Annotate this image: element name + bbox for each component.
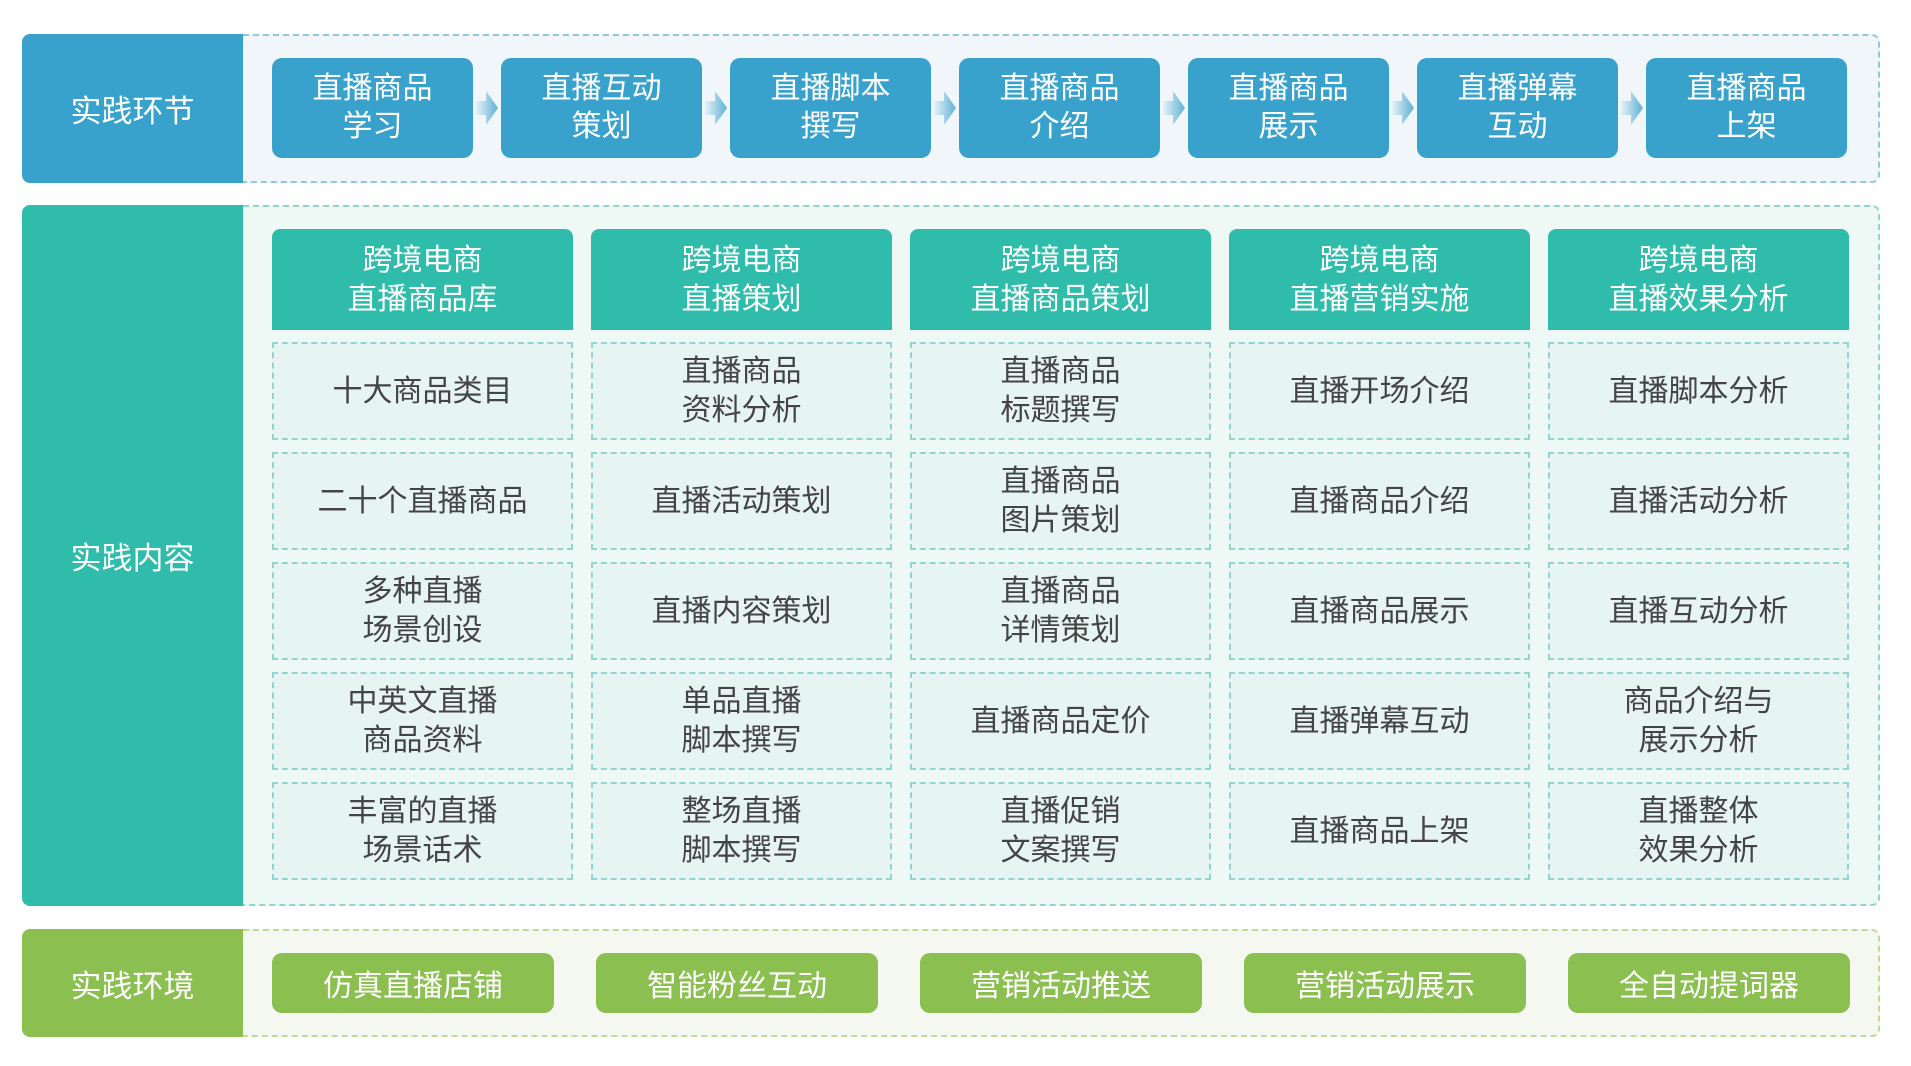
arrow-right-icon [702,58,730,158]
practice-content-label: 实践内容 [22,205,243,906]
content-cell: 二十个直播商品 [272,452,573,550]
content-cell: 直播整体 效果分析 [1548,782,1849,880]
arrow-right-icon [1160,58,1188,158]
content-cell: 直播商品 详情策划 [910,562,1211,660]
stage-step: 直播商品 展示 [1188,58,1389,158]
stage-steps: 直播商品 学习直播互动 策划直播脚本 撰写直播商品 介绍直播商品 展示直播弹幕 … [272,58,1847,158]
content-cell: 直播商品展示 [1229,562,1530,660]
column-header: 跨境电商 直播策划 [591,229,892,330]
content-column: 跨境电商 直播策划直播商品 资料分析直播活动策划直播内容策划单品直播 脚本撰写整… [591,229,892,880]
stage-step: 直播商品 上架 [1646,58,1847,158]
content-cell: 直播内容策划 [591,562,892,660]
practice-stage-label: 实践环节 [22,34,243,183]
content-cell: 直播商品 标题撰写 [910,342,1211,440]
environment-item: 智能粉丝互动 [596,953,878,1013]
content-columns: 跨境电商 直播商品库十大商品类目二十个直播商品多种直播 场景创设中英文直播 商品… [272,229,1849,880]
column-header: 跨境电商 直播营销实施 [1229,229,1530,330]
content-cell: 直播商品介绍 [1229,452,1530,550]
environment-items: 仿真直播店铺智能粉丝互动营销活动推送营销活动展示全自动提词器 [272,953,1850,1013]
content-column: 跨境电商 直播商品库十大商品类目二十个直播商品多种直播 场景创设中英文直播 商品… [272,229,573,880]
content-cell: 直播商品定价 [910,672,1211,770]
environment-item: 营销活动推送 [920,953,1202,1013]
environment-item: 全自动提词器 [1568,953,1850,1013]
content-cell: 直播活动分析 [1548,452,1849,550]
environment-item: 营销活动展示 [1244,953,1526,1013]
content-column: 跨境电商 直播营销实施直播开场介绍直播商品介绍直播商品展示直播弹幕互动直播商品上… [1229,229,1530,880]
column-header: 跨境电商 直播商品库 [272,229,573,330]
arrow-right-icon [1618,58,1646,158]
column-header: 跨境电商 直播效果分析 [1548,229,1849,330]
practice-environment-label: 实践环境 [22,929,243,1037]
content-column: 跨境电商 直播商品策划直播商品 标题撰写直播商品 图片策划直播商品 详情策划直播… [910,229,1211,880]
stage-step: 直播商品 学习 [272,58,473,158]
practice-environment-band: 实践环境 仿真直播店铺智能粉丝互动营销活动推送营销活动展示全自动提词器 [22,929,1880,1037]
stage-step: 直播互动 策划 [501,58,702,158]
content-cell: 直播商品 图片策划 [910,452,1211,550]
stage-step: 直播弹幕 互动 [1417,58,1618,158]
content-cell: 直播促销 文案撰写 [910,782,1211,880]
content-cell: 单品直播 脚本撰写 [591,672,892,770]
practice-stage-band: 实践环节 直播商品 学习直播互动 策划直播脚本 撰写直播商品 介绍直播商品 展示… [22,34,1880,183]
content-cell: 商品介绍与 展示分析 [1548,672,1849,770]
content-cell: 中英文直播 商品资料 [272,672,573,770]
environment-item: 仿真直播店铺 [272,953,554,1013]
content-cell: 多种直播 场景创设 [272,562,573,660]
arrow-right-icon [473,58,501,158]
practice-environment-area: 仿真直播店铺智能粉丝互动营销活动推送营销活动展示全自动提词器 [243,929,1880,1037]
practice-stage-area: 直播商品 学习直播互动 策划直播脚本 撰写直播商品 介绍直播商品 展示直播弹幕 … [243,34,1880,183]
content-cell: 直播互动分析 [1548,562,1849,660]
content-cell: 直播商品 资料分析 [591,342,892,440]
arrow-right-icon [1389,58,1417,158]
column-header: 跨境电商 直播商品策划 [910,229,1211,330]
content-cell: 直播商品上架 [1229,782,1530,880]
content-column: 跨境电商 直播效果分析直播脚本分析直播活动分析直播互动分析商品介绍与 展示分析直… [1548,229,1849,880]
content-cell: 十大商品类目 [272,342,573,440]
content-cell: 直播开场介绍 [1229,342,1530,440]
content-cell: 直播弹幕互动 [1229,672,1530,770]
content-cell: 丰富的直播 场景话术 [272,782,573,880]
stage-step: 直播商品 介绍 [959,58,1160,158]
content-cell: 整场直播 脚本撰写 [591,782,892,880]
content-cell: 直播活动策划 [591,452,892,550]
stage-step: 直播脚本 撰写 [730,58,931,158]
practice-content-area: 跨境电商 直播商品库十大商品类目二十个直播商品多种直播 场景创设中英文直播 商品… [243,205,1880,906]
content-cell: 直播脚本分析 [1548,342,1849,440]
practice-content-band: 实践内容 跨境电商 直播商品库十大商品类目二十个直播商品多种直播 场景创设中英文… [22,205,1880,906]
arrow-right-icon [931,58,959,158]
